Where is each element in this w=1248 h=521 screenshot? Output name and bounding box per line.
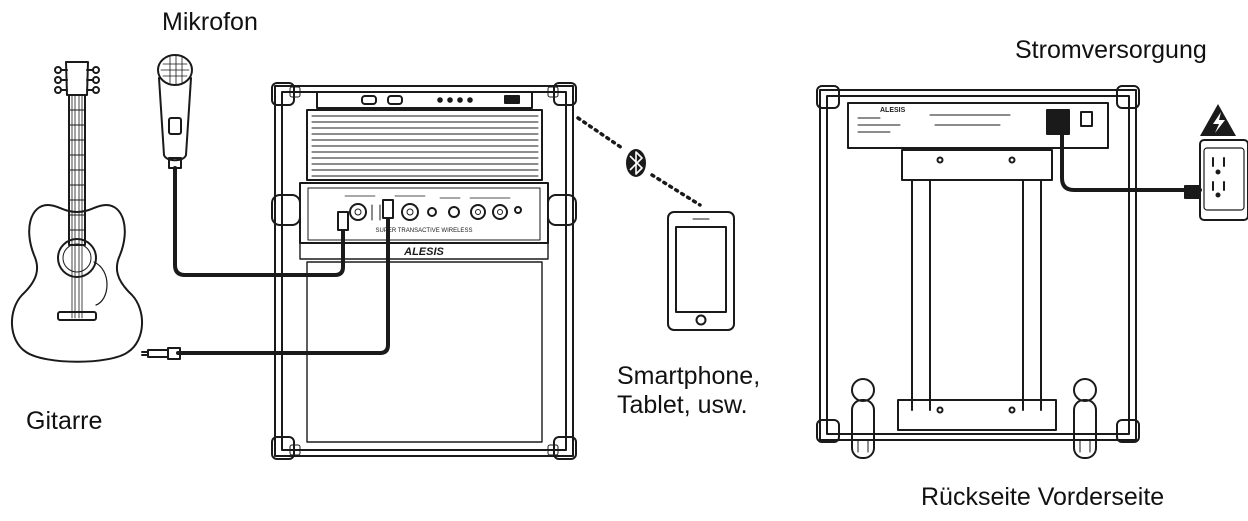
microphone-cable bbox=[173, 166, 345, 277]
guitar-label: Gitarre bbox=[26, 407, 103, 435]
smartphone-label-line2: Tablet, usw. bbox=[617, 390, 748, 419]
wireless-link-line-lower bbox=[650, 173, 702, 207]
microphone bbox=[157, 54, 193, 169]
front-brand-logo: ALESIS bbox=[403, 246, 444, 258]
guitar-headstock bbox=[65, 61, 89, 96]
wall-outlet bbox=[1184, 139, 1248, 221]
bluetooth-icon bbox=[626, 149, 646, 177]
guitar-body bbox=[10, 204, 144, 363]
rear-front-label: Rückseite Vorderseite bbox=[921, 483, 1165, 511]
power-supply-label: Stromversorgung bbox=[1015, 36, 1207, 64]
microphone-label: Mikrofon bbox=[162, 8, 258, 36]
acoustic-guitar bbox=[10, 61, 144, 363]
wireless-link-line-upper bbox=[576, 116, 624, 150]
rear-brand-logo: ALESIS bbox=[880, 107, 906, 114]
speaker-front bbox=[271, 82, 577, 460]
microphone-handle bbox=[158, 77, 192, 162]
guitar-strings bbox=[71, 94, 83, 319]
power-cable bbox=[1060, 123, 1202, 192]
guitar-soundhole bbox=[57, 238, 97, 278]
smartphone-label-line1: Smartphone, bbox=[617, 362, 761, 390]
smartphone-label: Smartphone, Tablet, usw. bbox=[617, 362, 760, 420]
guitar-cable bbox=[141, 199, 394, 360]
speaker-rear bbox=[816, 85, 1140, 459]
smartphone bbox=[667, 211, 735, 331]
front-panel-model-text: SUPER TRANSACTIVE WIRELESS bbox=[376, 228, 473, 234]
guitar-bridge bbox=[57, 311, 97, 321]
microphone-grille bbox=[157, 54, 193, 86]
high-voltage-warning-icon bbox=[1200, 104, 1236, 136]
